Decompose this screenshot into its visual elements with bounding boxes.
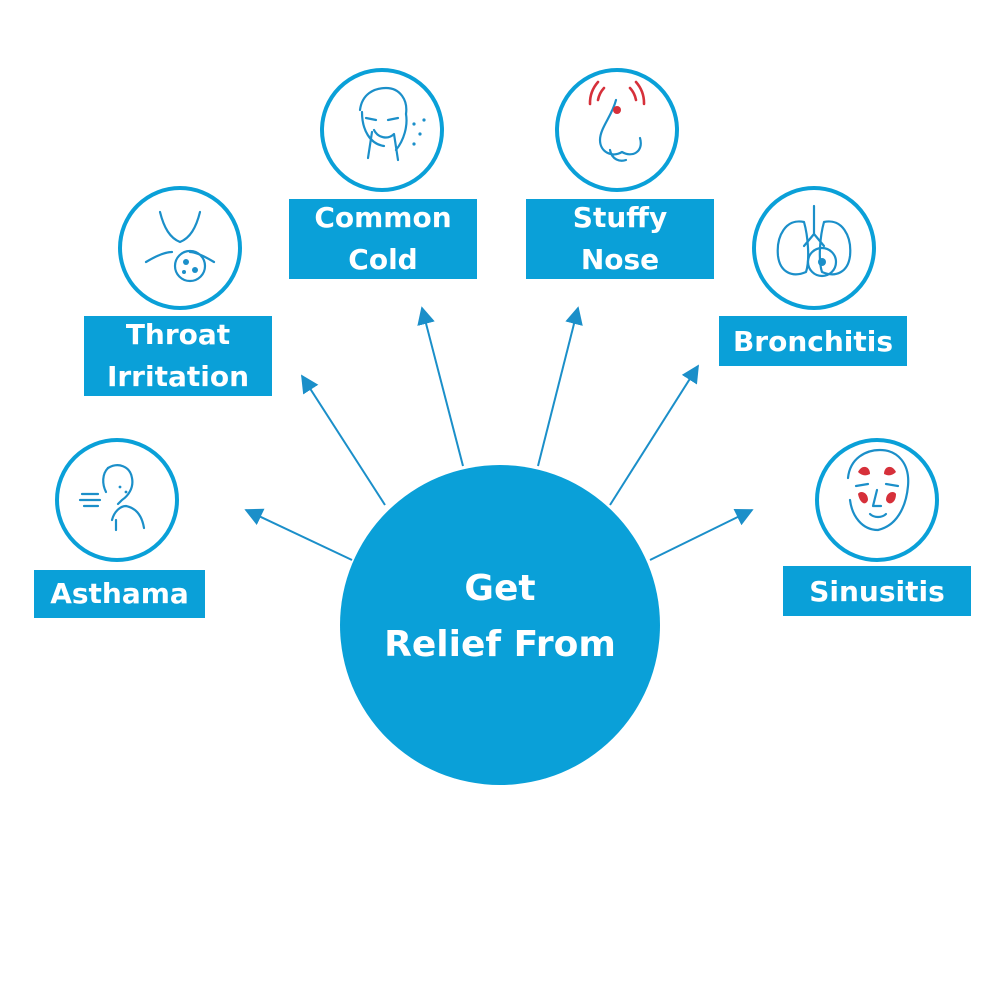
arrow-sinusitis: [649, 509, 754, 561]
arrow-stuffy-nose: [537, 306, 583, 467]
common-cold-label-line-2: Cold: [348, 243, 417, 276]
arrow-bronchitis: [609, 364, 699, 506]
stuffy-nose-label-line-1: Stuffy: [573, 201, 667, 234]
person-breathing-icon: [78, 464, 146, 532]
condition-bronchitis: Bronchitis: [719, 186, 907, 366]
stuffy-nose-label-line-2: Nose: [581, 243, 659, 276]
condition-throat-irritation: Throat Irritation: [84, 186, 272, 396]
arrow-asthama: [244, 508, 353, 561]
throat-irritation-label-line-2: Irritation: [107, 360, 249, 393]
condition-stuffy-nose: Stuffy Nose: [526, 68, 714, 279]
center-node: Get Relief From: [340, 465, 660, 785]
sinus-face-icon: [846, 448, 910, 532]
throat-irritation-label-line-1: Throat: [126, 318, 230, 351]
center-line-2: Relief From: [384, 624, 616, 665]
arrow-throat-irritation: [301, 374, 386, 506]
center-line-1: Get: [464, 568, 535, 609]
condition-common-cold: Common Cold: [289, 68, 477, 279]
condition-asthama: Asthama: [34, 438, 205, 618]
arrow-common-cold: [417, 306, 464, 467]
bronchitis-label: Bronchitis: [733, 325, 893, 358]
arrows: [244, 306, 754, 561]
sinusitis-label: Sinusitis: [809, 575, 945, 608]
lungs-icon: [776, 204, 852, 278]
throat-virus-icon: [144, 210, 216, 283]
common-cold-label-line-1: Common: [314, 201, 451, 234]
asthama-label: Asthama: [50, 577, 189, 610]
blocked-nose-icon: [588, 80, 646, 162]
sneezing-person-icon: [358, 86, 426, 162]
condition-sinusitis: Sinusitis: [783, 438, 971, 616]
